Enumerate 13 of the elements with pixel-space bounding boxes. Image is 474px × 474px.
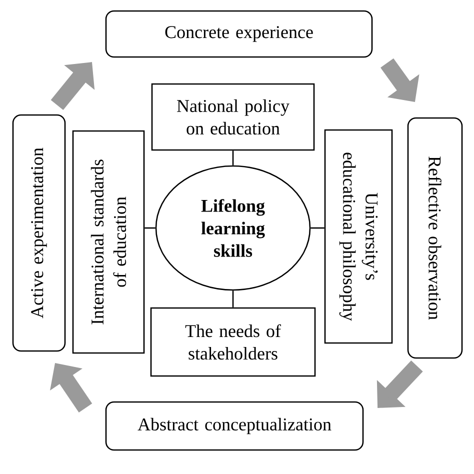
connector-line <box>144 227 156 229</box>
text-box: International standards of education <box>72 130 145 354</box>
connector-line <box>232 290 234 308</box>
connector-line <box>232 150 234 166</box>
rounded-box: Active experimentation <box>12 114 66 352</box>
rounded-box: Abstract conceptualization <box>105 401 364 451</box>
connector-line <box>310 227 324 229</box>
block-arrow <box>380 58 420 102</box>
text-box: National policy on education <box>151 83 315 151</box>
rounded-box: Concrete experience <box>105 10 373 58</box>
text-box: The needs of stakeholders <box>150 307 316 377</box>
text-box: University’s educational philosophy <box>324 129 393 344</box>
rounded-box: Reflective observation <box>407 117 463 359</box>
